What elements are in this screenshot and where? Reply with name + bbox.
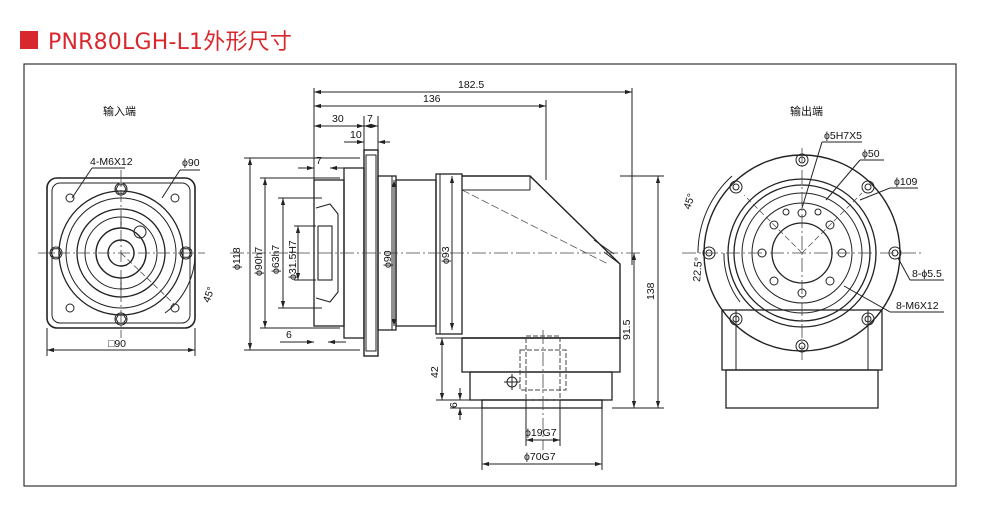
dim-phi5h7x5: ϕ5H7X5 bbox=[824, 130, 862, 142]
dim-8-m6x12: 8-M6X12 bbox=[896, 300, 939, 312]
dim-8-phi5-5: 8-ϕ5.5 bbox=[912, 268, 942, 280]
dim-42: 42 bbox=[429, 366, 441, 378]
dim-30: 30 bbox=[332, 113, 344, 125]
dim-phi118: ϕ118 bbox=[231, 247, 243, 270]
dim-182-5: 182.5 bbox=[458, 79, 484, 91]
dim-7-top: 7 bbox=[367, 113, 373, 125]
dim-phi63h7: ϕ63h7 bbox=[270, 245, 282, 274]
red-square-marker bbox=[20, 31, 38, 49]
dim-phi109: ϕ109 bbox=[894, 176, 918, 188]
dim-phi50: ϕ50 bbox=[862, 148, 880, 160]
dim-45-input: 45° bbox=[201, 285, 218, 304]
dim-phi90-body: ϕ90 bbox=[382, 250, 394, 268]
input-end-view: 输入端 4-M6X12 ϕ90 45° bbox=[38, 104, 218, 356]
dim-phi31-5h7: ϕ31.5H7 bbox=[287, 240, 299, 280]
dim-91-5: 91.5 bbox=[621, 319, 633, 340]
dim-phi19g7: ϕ19G7 bbox=[525, 427, 557, 439]
side-view: 182.5 136 30 7 10 7 6 ϕ118 ϕ90h7 ϕ63h7 bbox=[230, 79, 664, 470]
section-title: PNR80LGH-L1外形尺寸 bbox=[48, 30, 293, 55]
dim-7-side: 7 bbox=[316, 155, 322, 167]
dim-phi70g7: ϕ70G7 bbox=[524, 451, 556, 463]
section-header: PNR80LGH-L1外形尺寸 bbox=[20, 24, 292, 56]
dim-sq90: □90 bbox=[108, 338, 126, 350]
dim-6-side: 6 bbox=[286, 329, 292, 341]
dim-22-5: 22.5° bbox=[691, 257, 705, 283]
output-end-label: 输出端 bbox=[790, 104, 823, 118]
dim-phi90h7: ϕ90h7 bbox=[253, 247, 265, 276]
dim-136: 136 bbox=[423, 93, 441, 105]
dim-138: 138 bbox=[645, 282, 657, 300]
dim-phi90-input: ϕ90 bbox=[182, 157, 200, 169]
dim-4-m6x12: 4-M6X12 bbox=[90, 156, 133, 168]
output-end-view: 输出端 ϕ5H7X5 bbox=[681, 104, 944, 409]
dim-6-bottom: 6 bbox=[448, 402, 460, 408]
input-end-label: 输入端 bbox=[103, 104, 136, 118]
dim-45-output: 45° bbox=[681, 192, 697, 211]
drawing-frame bbox=[23, 63, 957, 487]
dim-10: 10 bbox=[350, 129, 362, 141]
dim-phi93: ϕ93 bbox=[440, 246, 452, 264]
